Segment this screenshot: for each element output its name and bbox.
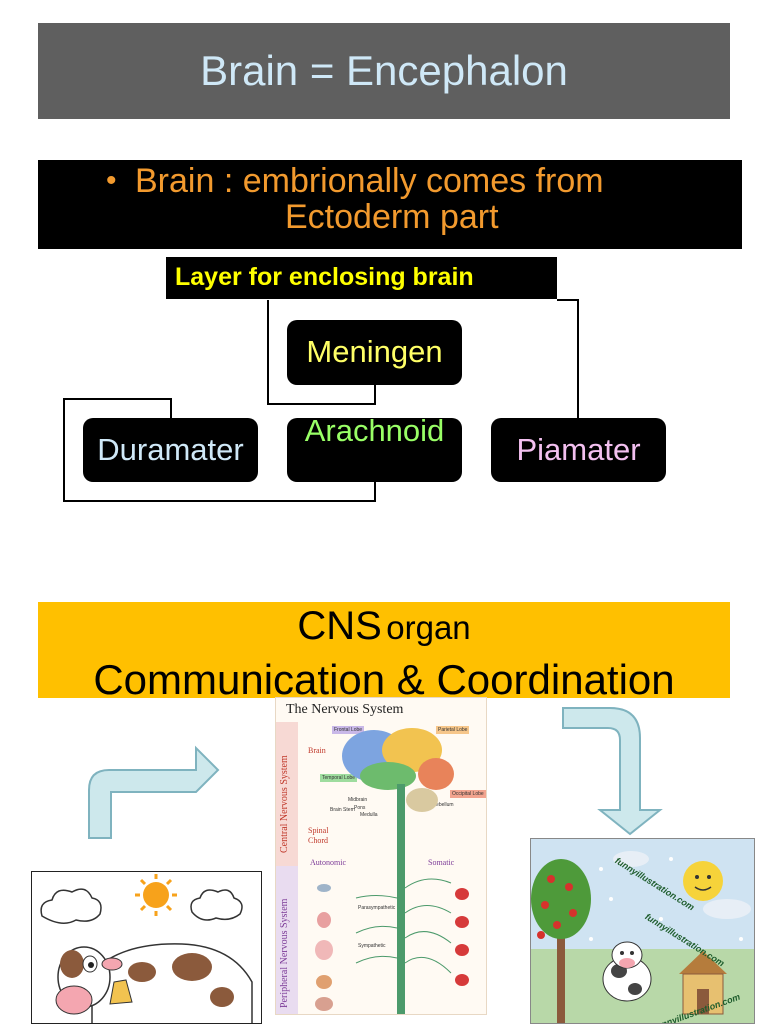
cow-ear	[101, 957, 123, 971]
cns-subheading: Communication & Coordination	[93, 656, 675, 703]
slide-title: Brain = Encephalon	[200, 47, 568, 94]
node-arachnoid	[287, 418, 462, 482]
apple-tree-icon	[531, 859, 591, 1023]
heart-organ-icon	[317, 912, 331, 928]
lobe-tag: Parietal Lobe	[436, 726, 470, 734]
node-meningen: Meningen	[287, 320, 462, 385]
nervous-system-image: The Nervous System Central Nervous Syste…	[275, 697, 487, 1015]
diagram-label: Layer for enclosing brain	[175, 263, 474, 291]
nerve-label: Parasympathetic	[358, 905, 396, 911]
cloud-icon	[40, 888, 102, 924]
node-meningen-label: Meningen	[306, 334, 443, 369]
bullet-marker: •	[106, 164, 117, 197]
title-bar: Brain = Encephalon	[38, 23, 730, 119]
connector-line	[557, 299, 579, 418]
node-duramater: Duramater	[83, 418, 258, 482]
cloud-icon	[190, 889, 243, 921]
stomach-organ-icon	[316, 975, 332, 989]
cow-bell-icon	[109, 979, 133, 1005]
lobe-tag: Temporal Lobe	[320, 774, 358, 782]
node-duramater-label: Duramater	[97, 432, 244, 467]
muscle-icon	[455, 916, 469, 928]
brain-part-label: Midbrain	[348, 797, 368, 803]
spinal-label: Spinal Chord	[308, 826, 329, 845]
garden-cartoon-image: funnyillustration.com funnyillustration.…	[530, 838, 755, 1024]
brain-part-label: Cerebellum	[428, 802, 454, 808]
brain-part-label: Pons	[354, 805, 366, 811]
autonomic-label: Autonomic	[310, 858, 346, 867]
node-arachnoid-label: Arachnoid	[304, 413, 445, 448]
cerebellum-shape	[406, 788, 438, 812]
spinal-cord-shape	[397, 784, 405, 1014]
sun-icon	[683, 861, 723, 901]
garden-drawing	[531, 851, 754, 1023]
temporal-lobe-shape	[360, 762, 416, 790]
beehive-house-icon	[679, 951, 727, 1015]
cns-band	[276, 722, 298, 872]
muscle-icon	[455, 944, 469, 956]
bullet-text-line1: Brain : embrionally comes from	[135, 162, 604, 200]
muscle-icon	[455, 974, 469, 986]
cow-character-icon	[602, 941, 652, 1002]
nervous-system-drawing	[315, 728, 469, 1014]
cow-snout	[55, 985, 93, 1015]
intestine-organ-icon	[315, 997, 333, 1011]
diagram-label-box: Layer for enclosing brain	[166, 257, 557, 299]
lobe-tag: Frontal Lobe	[332, 726, 365, 734]
node-piamater: Piamater	[491, 418, 666, 482]
nerve-label: Sympathetic	[358, 943, 386, 949]
sun-icon	[135, 874, 177, 916]
cns-label: CNS	[297, 604, 382, 648]
lungs-organ-icon	[315, 940, 333, 960]
bullet-box: • Brain : embrionally comes from Ectoder…	[38, 160, 742, 249]
somatic-label: Somatic	[428, 858, 455, 867]
organ-label: organ	[386, 609, 471, 646]
cns-heading: CNS organ	[38, 604, 730, 649]
occipital-lobe-shape	[418, 758, 454, 790]
connector-line	[267, 300, 376, 405]
connector-line	[63, 398, 376, 502]
node-piamater-label: Piamater	[516, 432, 641, 467]
brain-part-label: Brain Stem	[330, 807, 355, 813]
cns-banner: CNS organ Communication & Coordination	[38, 602, 730, 703]
brain-part-label: Medulla	[360, 812, 378, 818]
pns-band	[276, 866, 298, 1014]
nervous-system-title: The Nervous System	[286, 702, 404, 717]
muscle-icon	[455, 888, 469, 900]
cow-cartoon-image	[31, 871, 262, 1024]
eye-organ-icon	[317, 884, 331, 892]
cow-cartoon-drawing	[40, 874, 253, 1023]
brain-label: Brain	[308, 746, 326, 755]
bullet-text-line2: Ectoderm part	[285, 198, 499, 236]
lobe-tag: Occipital Lobe	[450, 790, 486, 798]
